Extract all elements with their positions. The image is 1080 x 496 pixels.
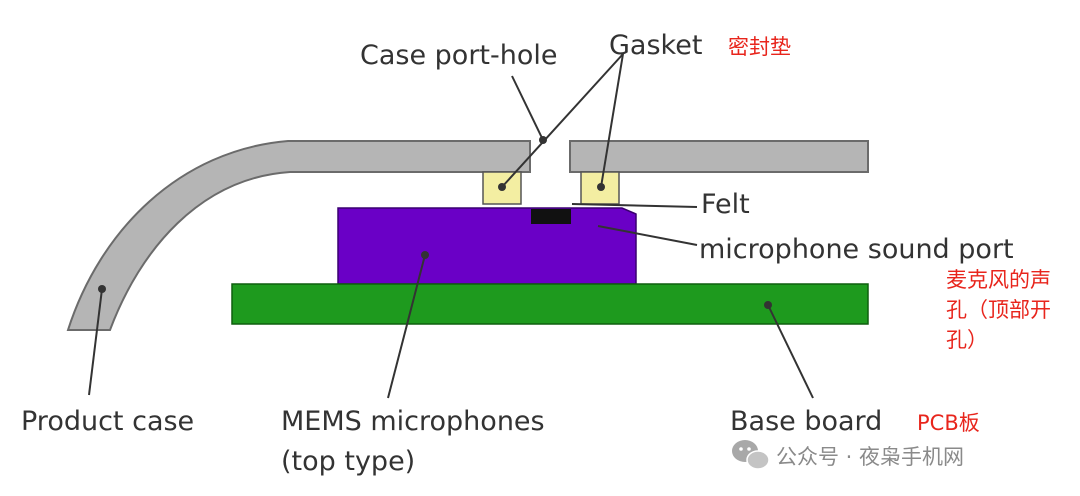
annotation-base-board-cn: PCB板 (917, 411, 980, 435)
label-mems-line2: (top type) (281, 446, 415, 477)
annotation-sound-port-cn-line3: 孔） (946, 328, 988, 352)
leader-gasket-left (501, 53, 624, 188)
leader-mems (387, 254, 426, 399)
gasket-left (482, 171, 522, 205)
wechat-icon (732, 440, 770, 470)
annotation-sound-port-cn-line2: 孔（顶部开 (946, 298, 1051, 322)
mems-microphone (337, 207, 637, 285)
leader-case-port-hole (511, 75, 544, 141)
product-case (66, 140, 531, 331)
dot-gasket-left (498, 183, 506, 191)
dot-product-case (98, 285, 106, 293)
leader-gasket-right (600, 53, 624, 188)
annotation-gasket-cn: 密封垫 (728, 35, 791, 59)
label-gasket: Gasket (609, 30, 702, 61)
label-mems-line1: MEMS microphones (281, 406, 545, 437)
dot-case-port-hole (539, 136, 547, 144)
pcb-base-board (231, 283, 869, 325)
leader-product-case (88, 288, 103, 396)
dot-base-board (764, 301, 772, 309)
felt (531, 209, 571, 224)
watermark-text: 公众号 · 夜枭手机网 (776, 445, 964, 469)
dot-gasket-right (597, 183, 605, 191)
leader-sound-port (597, 225, 698, 246)
leader-felt (571, 203, 698, 208)
dot-mems (421, 251, 429, 259)
label-product-case: Product case (21, 406, 194, 437)
annotation-sound-port-cn-line1: 麦克风的声 (946, 268, 1051, 292)
product-case-right-plate (569, 140, 869, 173)
label-microphone-sound-port: microphone sound port (699, 234, 1014, 265)
label-felt: Felt (701, 189, 750, 220)
label-case-port-hole: Case port-hole (360, 40, 558, 71)
label-base-board: Base board (730, 406, 882, 437)
leader-base-board (767, 304, 814, 399)
